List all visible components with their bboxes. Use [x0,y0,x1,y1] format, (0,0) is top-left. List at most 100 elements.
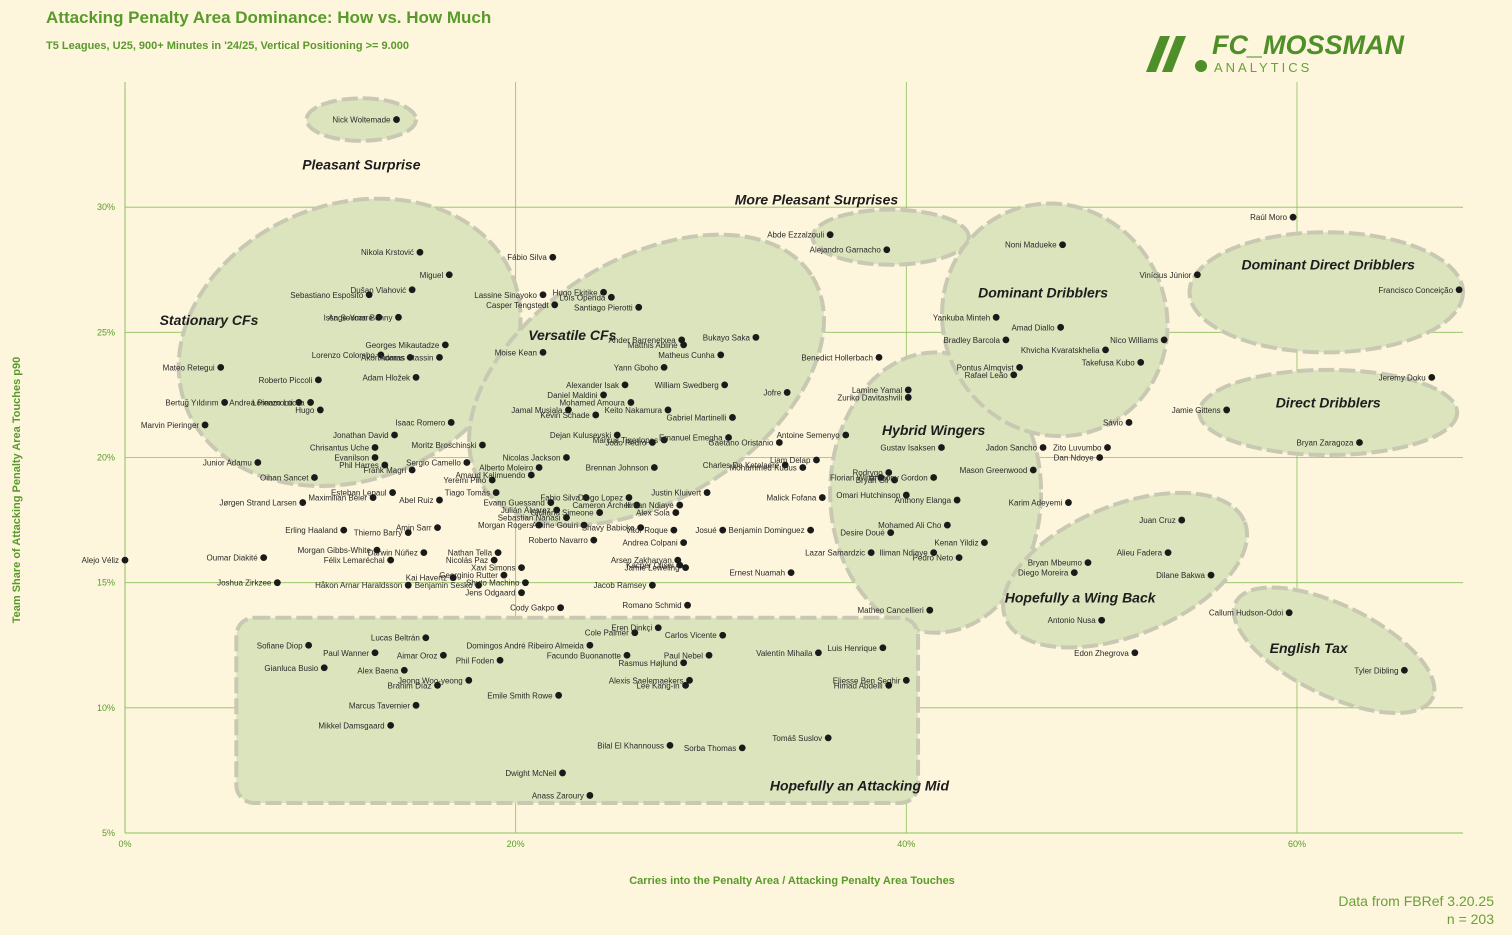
point-label: Julián Álvarez [501,506,551,515]
data-point [953,496,961,504]
point-label: Morgan Gibbs-White [298,546,372,555]
data-point [488,476,496,484]
point-label: Darwin Núñez [368,549,418,558]
data-point [375,313,383,321]
point-label: Jamie Gittens [1172,406,1221,415]
data-point [1102,346,1109,354]
point-label: Ernest Nuamah [729,569,785,578]
point-label: Callum Hudson-Odoi [1209,609,1283,618]
point-label: Phil Harres [339,461,379,470]
point-label: Alberto Moleiro [479,464,533,473]
data-point [600,288,607,296]
data-point [305,641,313,649]
data-point [1160,336,1168,344]
data-point [553,506,561,514]
data-point [885,681,893,689]
data-point [842,431,850,439]
data-point [387,721,395,729]
data-point [260,554,268,562]
point-label: Rafael Leão [965,371,1009,380]
data-point [902,676,910,684]
point-label: Rasmus Højlund [618,659,677,668]
point-label: Bryan Zaragoza [1297,438,1354,447]
y-tick-label: 15% [97,578,115,588]
data-point [1098,616,1106,624]
point-label: Nathan Tella [448,549,493,558]
data-point [393,116,400,123]
data-point [582,494,590,501]
data-point [311,474,318,481]
cluster-region [304,96,419,143]
data-point [637,524,645,531]
data-point [490,556,498,564]
cluster-label: Hopefully an Attacking Mid [770,777,950,793]
data-point [1356,439,1363,446]
data-point [475,581,482,589]
point-label: Junior Adamu [203,459,252,468]
data-point [436,353,443,361]
point-label: Alex Sola [636,509,670,518]
data-point [420,549,428,557]
data-point [539,291,547,299]
point-label: Bryan Gil [856,476,889,485]
data-point [596,509,604,516]
point-label: Anthony Elanga [895,496,952,505]
data-point [1207,571,1215,579]
x-axis-label: Carries into the Penalty Area / Attackin… [629,875,955,887]
point-label: Nicolás Paz [446,556,488,565]
point-label: Matheus Cunha [658,351,715,360]
point-label: Roberto Navarro [529,536,589,545]
data-point [1164,549,1172,557]
point-label: Thierno Barry [354,529,402,538]
point-label: Evann Guessand [483,499,544,508]
x-tick-label: 40% [897,839,915,849]
point-label: Charles De Ketelaere [703,461,780,470]
point-label: Ander Barrenetxea [609,336,677,345]
point-label: Sebastian Nanasi [498,514,561,523]
cluster-region [234,615,921,805]
point-label: Diego Moreira [1018,569,1069,578]
point-label: Amine Gouiri [532,521,578,530]
point-label: Khvicha Kvaratskhelia [1021,346,1100,355]
point-label: Joshua Zirkzee [217,579,272,588]
point-label: Luis Henrique [827,644,877,653]
data-point [549,253,557,261]
point-label: Thomas Stassin [376,353,433,362]
point-label: Dwight McNeil [505,769,556,778]
data-point [1193,271,1201,279]
point-label: Dan Ndoye [1054,454,1095,463]
point-label: Chrisantus Uche [310,443,370,452]
point-label: Alieu Fadera [1117,549,1163,558]
point-label: Oumar Diakité [207,554,259,563]
data-point [391,431,398,439]
data-point [943,521,951,529]
data-point [650,464,658,471]
point-label: Mason Greenwood [960,466,1028,475]
data-point [535,464,543,471]
point-label: Alexander Isak [566,381,620,390]
y-tick-label: 20% [97,453,115,463]
data-point [672,509,680,516]
point-label: Takefusa Kubo [1082,358,1135,367]
data-point [867,549,875,557]
data-point [447,419,455,426]
data-point [586,792,594,799]
point-label: Keito Nakamura [605,406,663,415]
point-label: Brennan Johnson [586,464,649,473]
point-label: Lazar Samardzic [805,549,865,558]
data-point [705,651,713,659]
data-point [904,394,912,401]
point-label: Matheo Cancellieri [857,606,923,615]
point-label: Francisco Conceição [1378,286,1453,295]
point-label: Tiago Tomás [445,489,490,498]
data-point [422,634,430,642]
data-point [381,461,389,469]
data-point [295,399,303,406]
point-label: Sofiane Diop [257,641,303,650]
cluster-label: Dominant Dribblers [978,284,1108,300]
data-point [404,581,412,589]
data-point [981,539,988,547]
data-point [930,549,938,557]
point-label: Facundo Buonanotte [547,651,622,660]
